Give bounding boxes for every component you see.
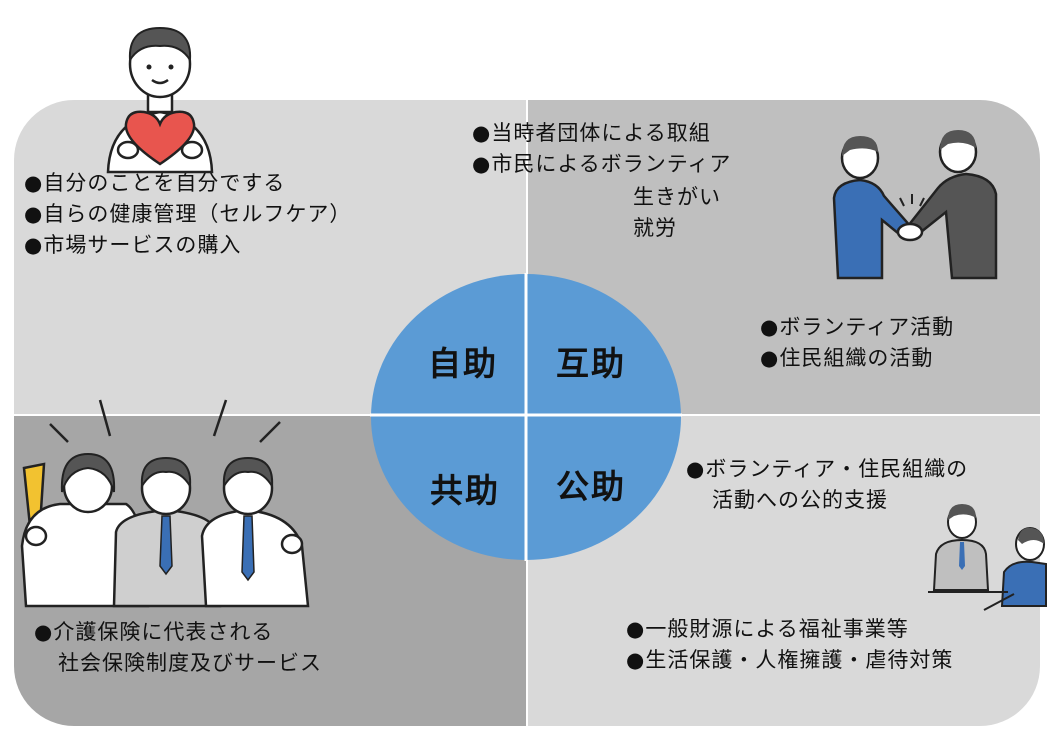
list-item: 活動への公的支援 — [712, 488, 888, 512]
three-workers-icon — [20, 399, 310, 608]
list-item: ●一般財源による福祉事業等 — [626, 617, 909, 641]
public-help-bottom-list: ●一般財源による福祉事業等 ●生活保護・人権擁護・虐待対策 — [626, 614, 953, 676]
mutual-help-sub-list-2: 就労 — [633, 213, 677, 244]
list-item: ●介護保険に代表される — [34, 620, 274, 644]
person-heart-icon — [106, 26, 214, 174]
list-item: 生きがい — [633, 185, 721, 209]
mutual-help-sub-list: 生きがい — [633, 182, 721, 213]
self-help-list: ●自分のことを自分でする ●自らの健康管理（セルフケア） ●市場サービスの購入 — [24, 168, 351, 261]
meeting-icon — [928, 504, 1047, 611]
label-self-help: 自助 — [428, 344, 498, 383]
co-help-list: ●介護保険に代表される 社会保険制度及びサービス — [34, 617, 322, 679]
list-item: ●市民によるボランティア — [472, 152, 732, 176]
label-co-help: 共助 — [430, 471, 500, 510]
list-item: 社会保険制度及びサービス — [58, 651, 322, 675]
list-item: ●自分のことを自分でする — [24, 171, 286, 195]
center-circle — [370, 273, 682, 561]
handshake-icon — [832, 130, 998, 280]
list-item: ●自らの健康管理（セルフケア） — [24, 202, 352, 226]
public-help-top-list: ●ボランティア・住民組織の 活動への公的支援 — [686, 454, 968, 516]
list-item: ●市場サービスの購入 — [24, 233, 242, 257]
list-item: ●当時者団体による取組 — [472, 121, 711, 145]
list-item: ●生活保護・人権擁護・虐待対策 — [626, 648, 954, 672]
label-mutual-help: 互助 — [556, 344, 626, 383]
mutual-help-top-list: ●当時者団体による取組 ●市民によるボランティア — [472, 118, 731, 180]
list-item: ●ボランティア・住民組織の — [686, 457, 969, 481]
list-item: ●住民組織の活動 — [760, 346, 934, 370]
list-item: 就労 — [633, 216, 677, 240]
mutual-help-bottom-list: ●ボランティア活動 ●住民組織の活動 — [760, 312, 954, 374]
label-public-help: 公助 — [556, 467, 626, 506]
list-item: ●ボランティア活動 — [760, 315, 955, 339]
